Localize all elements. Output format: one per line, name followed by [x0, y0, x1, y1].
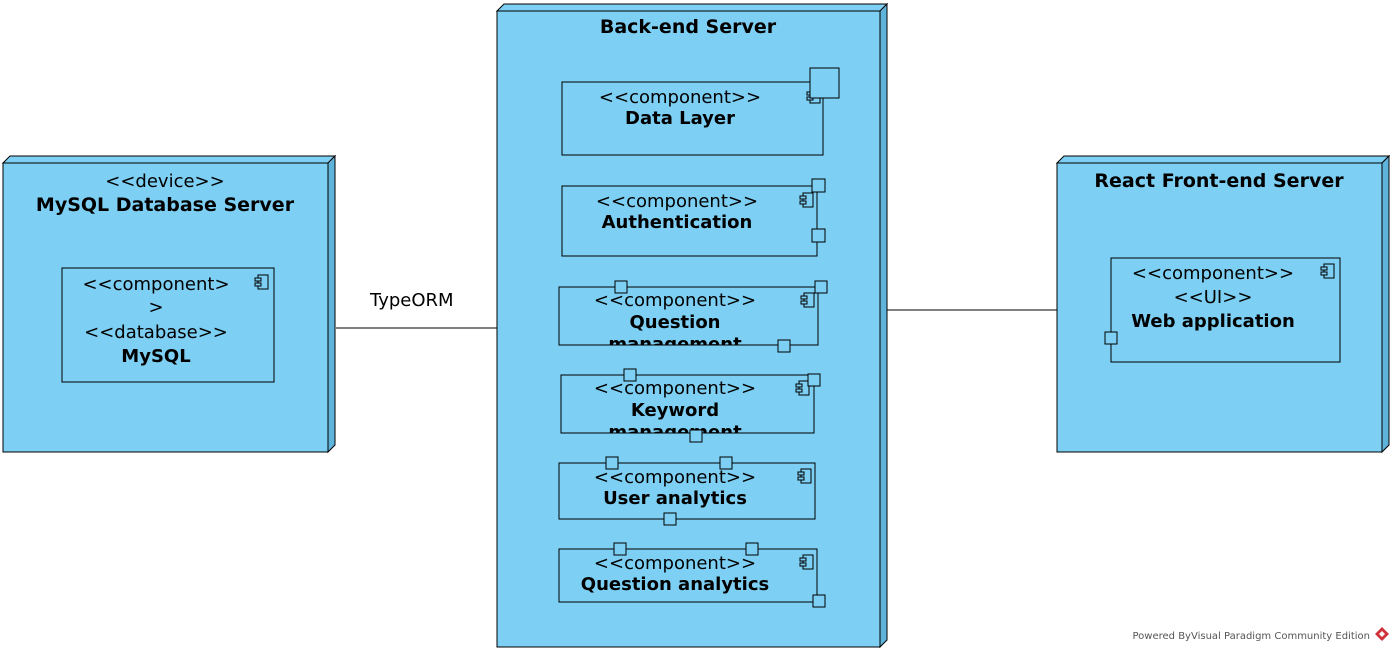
component-icon: [1320, 263, 1335, 279]
port[interactable]: [812, 594, 826, 608]
port[interactable]: [689, 429, 703, 443]
component-icon: [795, 380, 810, 396]
component-stereotype: <<component>>: [594, 553, 756, 574]
component-name-line-1: Question: [630, 312, 721, 333]
component-name: Question analytics: [581, 574, 769, 595]
authentication-component[interactable]: <<component>> Authentication: [561, 178, 826, 257]
web-application-component[interactable]: <<component>> <<UI>> Web application: [1104, 257, 1341, 363]
footer-text: Powered ByVisual Paradigm Community Edit…: [1133, 631, 1371, 642]
component-stereotype: <<component>>: [594, 290, 756, 311]
node-side-face: [879, 2, 888, 649]
component-icon: [254, 274, 269, 290]
port[interactable]: [809, 67, 840, 99]
component-name: Web application: [1131, 311, 1295, 332]
port[interactable]: [605, 456, 619, 470]
node-top-face: [1, 155, 337, 164]
port[interactable]: [811, 178, 826, 193]
component-icon: [799, 192, 814, 208]
port[interactable]: [663, 512, 677, 526]
typeorm-label: TypeORM: [369, 290, 454, 311]
mysql-component[interactable]: <<component> > <<database>> MySQL: [61, 267, 275, 383]
port[interactable]: [623, 368, 637, 382]
port[interactable]: [814, 280, 828, 294]
port[interactable]: [614, 280, 628, 294]
keyword-management-component[interactable]: <<component>> Keyword management: [560, 368, 821, 443]
node-title: React Front-end Server: [1094, 170, 1344, 192]
port[interactable]: [745, 542, 759, 556]
node-top-face: [1055, 155, 1391, 164]
node-top-face: [495, 3, 889, 12]
footer-watermark: Powered ByVisual Paradigm Community Edit…: [1133, 627, 1389, 642]
node-title: Back-end Server: [600, 16, 777, 38]
port[interactable]: [811, 228, 826, 243]
component-stereotype: <<component>>: [596, 191, 758, 212]
component-name-line-2: management: [608, 422, 742, 443]
port[interactable]: [613, 542, 627, 556]
user-analytics-component[interactable]: <<component>> User analytics: [558, 456, 816, 526]
component-stereotype-line-3: <<database>>: [84, 322, 228, 343]
component-name: MySQL: [121, 346, 190, 367]
backend-server-node[interactable]: Back-end Server <<component>> Data Layer: [495, 2, 889, 649]
component-name: User analytics: [603, 488, 747, 509]
component-name-line-2: management: [608, 334, 742, 355]
port[interactable]: [777, 339, 791, 353]
component-stereotype: <<component>>: [599, 87, 761, 108]
component-stereotype-ui: <<UI>>: [1174, 287, 1253, 308]
node-side-face: [327, 154, 336, 454]
node-side-face: [1381, 154, 1390, 454]
port[interactable]: [1104, 331, 1118, 345]
component-icon: [800, 292, 815, 308]
component-stereotype-line-1: <<component>: [82, 274, 229, 295]
react-frontend-server-node[interactable]: React Front-end Server <<component>> <<U…: [1055, 154, 1391, 454]
visual-paradigm-logo-icon: [1375, 627, 1389, 641]
data-layer-component[interactable]: <<component>> Data Layer: [561, 67, 840, 156]
question-analytics-component[interactable]: <<component>> Question analytics: [558, 542, 826, 608]
component-name-line-1: Keyword: [631, 400, 719, 421]
component-stereotype-line-2: >: [148, 297, 163, 318]
port[interactable]: [719, 456, 733, 470]
question-management-component[interactable]: <<component>> Question management: [558, 280, 828, 355]
mysql-database-server-node[interactable]: <<device>> MySQL Database Server <<compo…: [1, 154, 337, 454]
component-name: Data Layer: [625, 108, 735, 129]
component-stereotype: <<component>>: [1132, 263, 1294, 284]
component-icon: [797, 468, 812, 484]
component-name: Authentication: [602, 212, 753, 233]
node-stereotype: <<device>>: [105, 171, 224, 192]
component-icon: [799, 554, 814, 570]
component-stereotype: <<component>>: [594, 378, 756, 399]
port[interactable]: [807, 373, 821, 387]
node-title: MySQL Database Server: [36, 194, 295, 216]
component-stereotype: <<component>>: [594, 467, 756, 488]
